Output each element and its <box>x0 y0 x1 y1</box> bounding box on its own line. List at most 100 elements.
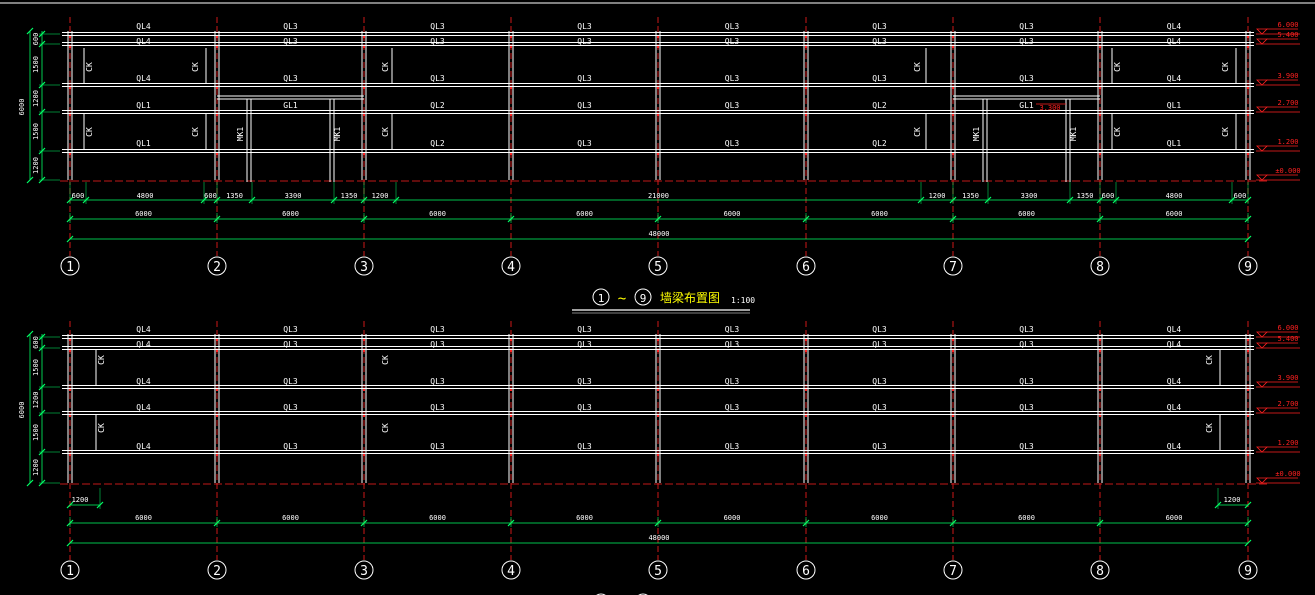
level-triangle <box>1256 28 1268 35</box>
beam-label-ql3: QL3 <box>872 325 887 334</box>
level-triangle <box>1256 174 1268 181</box>
axis-number: 2 <box>213 564 221 579</box>
axis-node <box>1247 87 1249 89</box>
axis-node <box>69 153 71 155</box>
level-value: 2.700 <box>1277 99 1298 107</box>
beam-label-ql3: QL3 <box>577 37 592 46</box>
axis-bubble-9[interactable] <box>1238 256 1258 276</box>
beam-label-ql3: QL3 <box>283 442 298 451</box>
axis-spacing-value: 6000 <box>871 514 888 522</box>
axis-bubble-6[interactable] <box>796 560 816 580</box>
axis-bubble-8[interactable] <box>1090 560 1110 580</box>
axis-node <box>657 415 659 417</box>
beam-label-ql4: QL4 <box>1167 340 1182 349</box>
beam-label-ql4: QL4 <box>1167 74 1182 83</box>
axis-node <box>1099 415 1101 417</box>
axis-node <box>216 36 218 38</box>
axis-node <box>657 454 659 456</box>
beam-label-ql3: QL3 <box>725 101 740 110</box>
beam-label-ql3: QL3 <box>725 37 740 46</box>
beam-label-ql2: QL2 <box>430 101 445 110</box>
axis-node <box>69 389 71 391</box>
axis-bubble-2[interactable] <box>207 560 227 580</box>
drawing-title-bottom-partial <box>596 593 648 595</box>
level-triangle <box>1256 79 1268 86</box>
axis-node <box>363 87 365 89</box>
beam-label-ql3: QL3 <box>283 377 298 386</box>
left-dim-segment: 1500 <box>32 123 40 140</box>
axis-bubble-4[interactable] <box>501 256 521 276</box>
axis-node <box>510 350 512 352</box>
beam-label-ql4: QL4 <box>1167 22 1182 31</box>
axis-node <box>69 339 71 341</box>
window-ck-label: CK <box>1113 62 1122 72</box>
axis-node <box>216 46 218 48</box>
axis-spacing-value: 6000 <box>282 210 299 218</box>
beam-label-ql3: QL3 <box>725 340 740 349</box>
axis-bubble-1[interactable] <box>60 560 80 580</box>
door-mk1-label: MK1 <box>1069 127 1078 142</box>
level-value: 5.400 <box>1277 31 1298 39</box>
axis-node <box>510 454 512 456</box>
dimension-tick <box>26 176 34 184</box>
level-value: 2.700 <box>1277 400 1298 408</box>
beam-label-ql3: QL3 <box>725 442 740 451</box>
beam-label-ql4: QL4 <box>136 340 151 349</box>
window-ck-label: CK <box>191 62 200 72</box>
dimension-tick <box>26 479 34 487</box>
beam-label-ql3: QL3 <box>577 340 592 349</box>
beam-label-ql4: QL4 <box>1167 403 1182 412</box>
beam-label-ql3: QL3 <box>283 403 298 412</box>
beam-label-ql3: QL3 <box>283 22 298 31</box>
beam-label-ql4: QL4 <box>1167 377 1182 386</box>
left-dim-segment: 1200 <box>32 157 40 174</box>
beam-label-ql2: QL2 <box>872 139 887 148</box>
axis-bubble-3[interactable] <box>354 560 374 580</box>
axis-number: 5 <box>654 564 662 579</box>
axis-bubble-8[interactable] <box>1090 256 1110 276</box>
beam-label-ql3: QL3 <box>725 403 740 412</box>
beam-label-ql3: QL3 <box>430 325 445 334</box>
beam-label-ql1: QL1 <box>1167 101 1182 110</box>
axis-bubble-7[interactable] <box>943 256 963 276</box>
axis-node <box>510 114 512 116</box>
beam-label-ql1: QL1 <box>136 101 151 110</box>
beam-label-ql3: QL3 <box>1019 442 1034 451</box>
axis-node <box>510 415 512 417</box>
axis-node <box>952 389 954 391</box>
axis-spacing-value: 6000 <box>1166 210 1183 218</box>
axis-bubble-3[interactable] <box>354 256 374 276</box>
axis-bubble-2[interactable] <box>207 256 227 276</box>
level-value: 6.000 <box>1277 21 1298 29</box>
axis-bubble-1[interactable] <box>60 256 80 276</box>
axis-bubble-5[interactable] <box>648 560 668 580</box>
axis-node <box>805 36 807 38</box>
level-value: 1.200 <box>1277 439 1298 447</box>
axis-bubble-9[interactable] <box>1238 560 1258 580</box>
level-triangle <box>1256 381 1268 388</box>
axis-bubble-4[interactable] <box>501 560 521 580</box>
axis-bubble-6[interactable] <box>796 256 816 276</box>
axis-node <box>1099 350 1101 352</box>
level-value: 3.900 <box>1277 72 1298 80</box>
level-value: 3.900 <box>1277 374 1298 382</box>
beam-label-ql4: QL4 <box>136 325 151 334</box>
axis-node <box>805 350 807 352</box>
beam-label-ql3: QL3 <box>872 37 887 46</box>
axis-node <box>952 350 954 352</box>
beam-label-ql3: QL3 <box>725 377 740 386</box>
axis-bubble-5[interactable] <box>648 256 668 276</box>
beam-label-ql3: QL3 <box>725 139 740 148</box>
axis-bubble-7[interactable] <box>943 560 963 580</box>
opening-dim-value: 600 <box>1102 192 1115 200</box>
total-length-value: 48000 <box>648 230 669 238</box>
axis-node <box>1099 36 1101 38</box>
axis-spacing-value: 6000 <box>1166 514 1183 522</box>
axis-spacing-value: 6000 <box>576 514 593 522</box>
axis-node <box>1099 389 1101 391</box>
window-ck-label: CK <box>1205 355 1214 365</box>
axis-node <box>1099 46 1101 48</box>
dimension-tick <box>1244 501 1252 509</box>
beam-label-ql3: QL3 <box>725 22 740 31</box>
